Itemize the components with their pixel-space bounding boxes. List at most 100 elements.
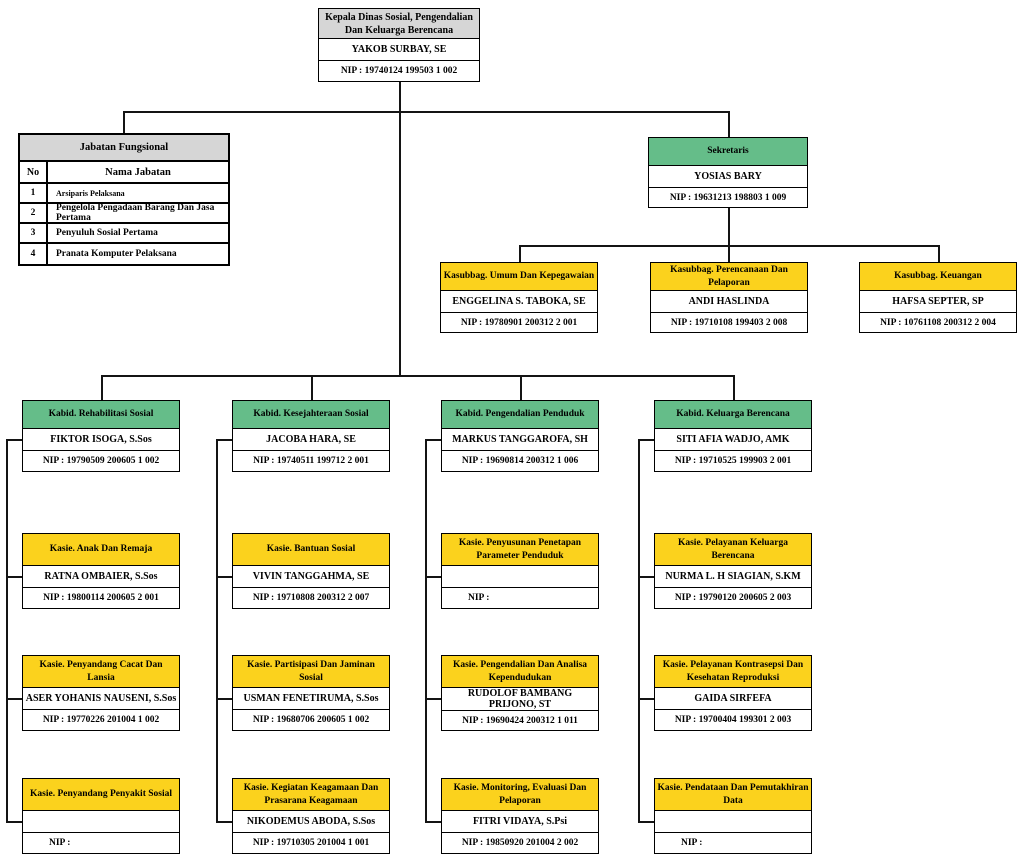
connector-col2-stub-1 [216,576,232,578]
kasie-box: Kasie. Penyandang Cacat Dan Lansia ASER … [22,655,180,731]
kasie-title: Kasie. Kegiatan Keagamaan Dan Prasarana … [233,779,389,811]
connector-col2-stub-3 [216,821,232,823]
kasie-title: Kasie. Partisipasi Dan Jaminan Sosial [233,656,389,688]
row-number: 2 [20,204,48,222]
connector-col2-spine [216,439,218,822]
sekretaris-nip: NIP : 19631213 198803 1 009 [669,192,787,203]
kasubbag-nip: NIP : 19780901 200312 2 001 [460,317,578,328]
kasie-title: Kasie. Monitoring, Evaluasi Dan Pelapora… [442,779,598,811]
connector-col4-stub-2 [638,698,654,700]
kasubbag-name: HAFSA SEPTER, SP [860,291,1016,313]
kasie-nip: NIP : 19690424 200312 1 011 [462,715,578,726]
kasie-name [655,811,811,833]
kasie-name: NURMA L. H SIAGIAN, S.KM [655,566,811,588]
kasubbag-nip: NIP : 10761108 200312 2 004 [880,317,996,328]
kasubbag-title: Kasubbag. Keuangan [860,263,1016,291]
connector-col1-spine [6,439,8,822]
kabid-nip: NIP : 19690814 200312 1 006 [461,456,579,466]
row-number: 1 [20,184,48,202]
kasie-title: Kasie. Penyusunan Penetapan Parameter Pe… [442,534,598,566]
kasie-title: Kasie. Penyandang Cacat Dan Lansia [23,656,179,688]
kasie-box: Kasie. Partisipasi Dan Jaminan Sosial US… [232,655,390,731]
connector-col3-stub-3 [425,821,441,823]
row-position-name: Arsiparis Pelaksana [56,188,125,198]
kasie-box: Kasie. Kegiatan Keagamaan Dan Prasarana … [232,778,390,854]
kasubbag-umum-box: Kasubbag. Umum Dan Kepegawaian ENGGELINA… [440,262,598,333]
kasie-box: Kasie. Pelayanan Kontrasepsi Dan Kesehat… [654,655,812,731]
connector-col1-stub-2 [6,698,22,700]
kasie-name [23,811,179,833]
kasie-name: VIVIN TANGGAHMA, SE [233,566,389,588]
kasubbag-keuangan-box: Kasubbag. Keuangan HAFSA SEPTER, SP NIP … [859,262,1017,333]
row-position-name: Pengelola Pengadaan Barang Dan Jasa Pert… [56,203,215,223]
table-row: 1 Arsiparis Pelaksana [20,184,228,204]
connector-kabid-drop-1 [101,375,103,400]
kasie-title: Kasie. Pendataan Dan Pemutakhiran Data [655,779,811,811]
kasie-name: RUDOLOF BAMBANG PRIJONO, ST [442,688,598,711]
column-header-nama-jabatan: Nama Jabatan [105,166,171,178]
connector-col1-stub-3 [6,821,22,823]
kabid-name: SITI AFIA WADJO, AMK [655,429,811,451]
kasie-box: Kasie. Penyandang Penyakit Sosial NIP : [22,778,180,854]
connector-kabid-drop-2 [311,375,313,400]
column-header-no: No [20,162,48,182]
kasie-box: Kasie. Pendataan Dan Pemutakhiran Data N… [654,778,812,854]
kepala-dinas-name: YAKOB SURBAY, SE [319,39,479,61]
kabid-name: MARKUS TANGGAROFA, SH [442,429,598,451]
sekretaris-box: Sekretaris YOSIAS BARY NIP : 19631213 19… [648,137,808,208]
kabid-title: Kabid. Pengendalian Penduduk [442,401,598,429]
kasubbag-title: Kasubbag. Perencanaan Dan Pelaporan [651,263,807,291]
jabatan-fungsional-header-row: No Nama Jabatan [20,162,228,184]
kasie-title: Kasie. Pelayanan Keluarga Berencana [655,534,811,566]
kabid-pengendalian-box: Kabid. Pengendalian Penduduk MARKUS TANG… [441,400,599,472]
kepala-dinas-box: Kepala Dinas Sosial, Pengendalian Dan Ke… [318,8,480,82]
kasie-nip: NIP : 19850920 201004 2 002 [461,838,579,848]
connector-col4-stub-kabid [638,439,654,441]
connector-kasubbag-drop-2 [728,245,730,262]
connector-col4-stub-3 [638,821,654,823]
kepala-dinas-nip: NIP : 19740124 199503 1 002 [340,66,458,76]
kabid-title: Kabid. Rehabilitasi Sosial [23,401,179,429]
kasie-title: Kasie. Pengendalian Dan Analisa Kependud… [442,656,598,688]
kasie-nip: NIP : [468,593,490,603]
kasubbag-perencanaan-box: Kasubbag. Perencanaan Dan Pelaporan ANDI… [650,262,808,333]
kasie-title: Kasie. Penyandang Penyakit Sosial [23,779,179,811]
connector-table-drop [123,111,125,133]
kabid-title: Kabid. Keluarga Berencana [655,401,811,429]
connector-col2-stub-2 [216,698,232,700]
kasie-title: Kasie. Pelayanan Kontrasepsi Dan Kesehat… [655,656,811,688]
connector-col1-stub-kabid [6,439,22,441]
kabid-name: FIKTOR ISOGA, S.Sos [23,429,179,451]
table-row: 4 Pranata Komputer Pelaksana [20,244,228,264]
connector-col3-stub-kabid [425,439,441,441]
connector-col3-spine [425,439,427,822]
sekretaris-name: YOSIAS BARY [649,166,807,188]
kasie-name: GAIDA SIRFEFA [655,688,811,710]
kasie-name: NIKODEMUS ABODA, S.Sos [233,811,389,833]
kasie-nip: NIP : 19700404 199301 2 003 [674,715,792,725]
kabid-title: Kabid. Kesejahteraan Sosial [233,401,389,429]
connector-col2-stub-kabid [216,439,232,441]
connector-col3-stub-2 [425,698,441,700]
connector-kasubbag-drop-3 [938,245,940,262]
connector-right-branch [399,111,729,113]
kabid-keluarga-berencana-box: Kabid. Keluarga Berencana SITI AFIA WADJ… [654,400,812,472]
kasie-name [442,566,598,588]
kabid-nip: NIP : 19740511 199712 2 001 [253,456,369,466]
jabatan-fungsional-table: Jabatan Fungsional No Nama Jabatan 1 Ars… [18,133,230,266]
kasie-title: Kasie. Anak Dan Remaja [23,534,179,566]
kasubbag-nip: NIP : 19710108 199403 2 008 [670,317,788,328]
row-number: 4 [20,244,48,264]
kasie-nip: NIP : 19710305 201004 1 001 [252,838,370,848]
connector-kasubbag-drop-1 [519,245,521,262]
kasie-box: Kasie. Penyusunan Penetapan Parameter Pe… [441,533,599,609]
connector-left-branch [123,111,399,113]
kasubbag-name: ANDI HASLINDA [651,291,807,313]
connector-sekretaris-drop [728,111,730,137]
kasie-box: Kasie. Anak Dan Remaja RATNA OMBAIER, S.… [22,533,180,609]
kasie-box: Kasie. Pelayanan Keluarga Berencana NURM… [654,533,812,609]
kabid-name: JACOBA HARA, SE [233,429,389,451]
kabid-rehabilitasi-box: Kabid. Rehabilitasi Sosial FIKTOR ISOGA,… [22,400,180,472]
kasie-nip: NIP : [49,838,71,848]
